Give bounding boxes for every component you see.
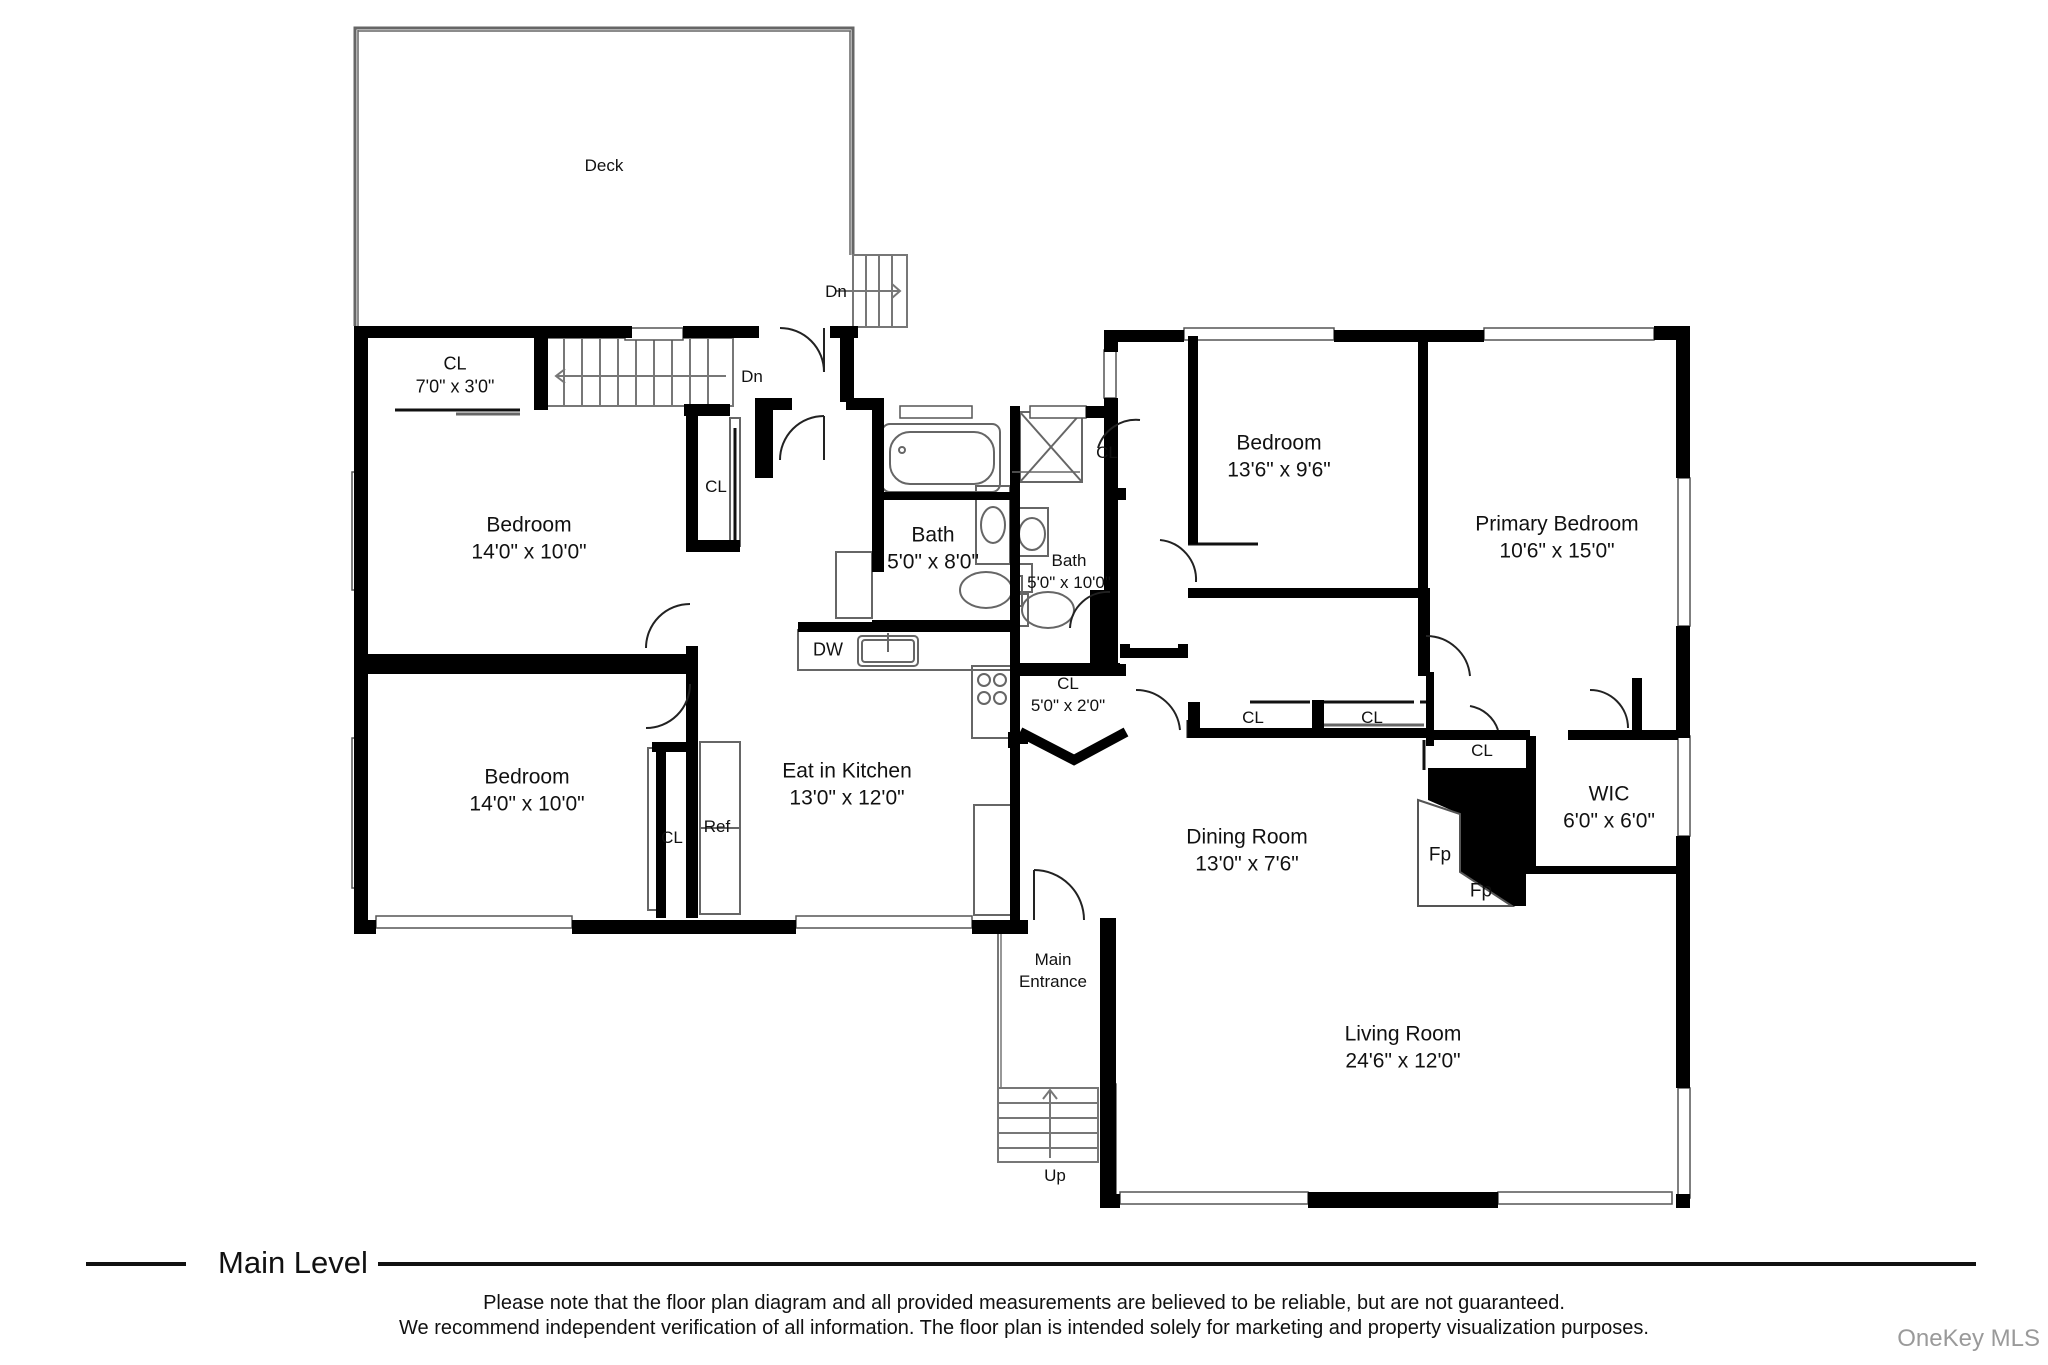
bedroom-sw-dims: 14'0" x 10'0" (469, 793, 585, 816)
dining-room-label: Dining Room 13'0" x 7'6" (1186, 824, 1307, 879)
closet-sw-name: CL (661, 827, 683, 847)
refrigerator-name: Ref (703, 816, 731, 836)
living-room-label: Living Room 24'6" x 12'0" (1345, 1021, 1462, 1076)
disclaimer-line-1: Please note that the floor plan diagram … (483, 1292, 1565, 1314)
level-heading: Main Level (86, 1245, 1976, 1281)
dining-room-name: Dining Room (1186, 825, 1308, 849)
level-rule-right (376, 1262, 1976, 1266)
living-room-dims: 24'6" x 12'0" (1345, 1050, 1461, 1073)
bedroom-nw-dims: 14'0" x 10'0" (471, 541, 587, 564)
hall-closet-label: CL 7'0" x 3'0" (416, 353, 495, 400)
kitchen-dims: 13'0" x 12'0" (789, 787, 905, 810)
closet-center-label: CL 5'0" x 2'0" (1031, 673, 1105, 717)
level-name: Main Level (208, 1245, 378, 1281)
hall-closet-dims: 7'0" x 3'0" (415, 377, 495, 397)
door-swings (645, 327, 1629, 921)
closet-hall-2-label: CL (1361, 707, 1383, 729)
living-room-name: Living Room (1344, 1022, 1462, 1046)
kitchen-name: Eat in Kitchen (782, 759, 912, 783)
closet-sw-label: CL (661, 827, 683, 849)
closet-primary-label: CL (1471, 740, 1493, 762)
entry-stairs (997, 932, 1099, 1163)
bath-2-label: Bath 5'0" x 10'0" (1027, 550, 1111, 594)
main-entrance-label: Main Entrance (1005, 949, 1101, 993)
disclaimer-line-2: We recommend independent verification of… (399, 1317, 1649, 1339)
entry-stairs-name: Up (1044, 1165, 1066, 1185)
deck-stairs-name: Dn (825, 281, 847, 301)
bath-1-dims: 5'0" x 8'0" (887, 551, 979, 574)
wic-name: WIC (1588, 782, 1630, 806)
interior-stairs (546, 337, 734, 407)
closet-hall-1-name: CL (1242, 707, 1264, 727)
closet-center-dims: 5'0" x 2'0" (1030, 696, 1106, 715)
bedroom-nw-name: Bedroom (486, 513, 572, 537)
dishwasher-name: DW (813, 639, 843, 660)
bedroom-sw-name: Bedroom (484, 765, 570, 789)
bath-2-dims: 5'0" x 10'0" (1027, 573, 1111, 592)
level-rule-left (86, 1262, 186, 1266)
fireplace-hearth (1417, 798, 1516, 907)
bedroom-ne-dims: 13'6" x 9'6" (1227, 459, 1331, 482)
fireplace-2-label: Fp (1470, 880, 1492, 905)
closet-bath-name: CL (1096, 442, 1118, 462)
bedroom-ne-label: Bedroom 13'6" x 9'6" (1227, 430, 1331, 485)
deck-stairs-label: Dn (825, 281, 847, 303)
entry-stairs-label: Up (1044, 1165, 1066, 1187)
hall-closet-name: CL (443, 353, 467, 374)
bedroom-sw-label: Bedroom 14'0" x 10'0" (469, 764, 584, 819)
wic-dims: 6'0" x 6'0" (1563, 810, 1655, 833)
deck-outline (353, 26, 855, 326)
bath-2-name: Bath (1051, 550, 1087, 570)
deck-label: Deck (585, 155, 624, 177)
closet-primary-name: CL (1471, 740, 1493, 760)
dishwasher-label: DW (813, 638, 843, 661)
primary-bedroom-name: Primary Bedroom (1475, 512, 1639, 536)
closet-center-name: CL (1057, 673, 1079, 693)
bedroom-ne-name: Bedroom (1236, 431, 1322, 455)
closet-hall-1-label: CL (1242, 707, 1264, 729)
fireplace-1-name: Fp (1428, 844, 1452, 866)
primary-bedroom-dims: 10'6" x 15'0" (1499, 540, 1615, 563)
wic-label: WIC 6'0" x 6'0" (1563, 781, 1655, 836)
closet-nw-name: CL (705, 476, 727, 496)
deck-stairs (836, 254, 908, 328)
bath-1-label: Bath 5'0" x 8'0" (887, 522, 979, 577)
refrigerator-label: Ref (704, 816, 730, 838)
deck-name: Deck (584, 155, 624, 175)
dining-room-dims: 13'0" x 7'6" (1195, 853, 1299, 876)
primary-bedroom-label: Primary Bedroom 10'6" x 15'0" (1475, 511, 1638, 566)
main-entrance-name: Main Entrance (1018, 949, 1088, 991)
bedroom-nw-label: Bedroom 14'0" x 10'0" (471, 512, 586, 567)
closet-center-walls (1014, 663, 1129, 766)
walls (354, 326, 1690, 1208)
closet-nw-label: CL (705, 476, 727, 498)
brand-watermark: OneKey MLS (1897, 1325, 2040, 1352)
fireplace-1-label: Fp (1429, 844, 1451, 869)
fireplace-2-name: Fp (1469, 880, 1493, 902)
closet-bath-label: CL (1096, 442, 1118, 464)
interior-stairs-name: Dn (741, 366, 763, 386)
bath-1-name: Bath (911, 523, 955, 547)
interior-stairs-label: Dn (741, 366, 763, 388)
kitchen-label: Eat in Kitchen 13'0" x 12'0" (782, 758, 912, 813)
closet-hall-2-name: CL (1361, 707, 1383, 727)
